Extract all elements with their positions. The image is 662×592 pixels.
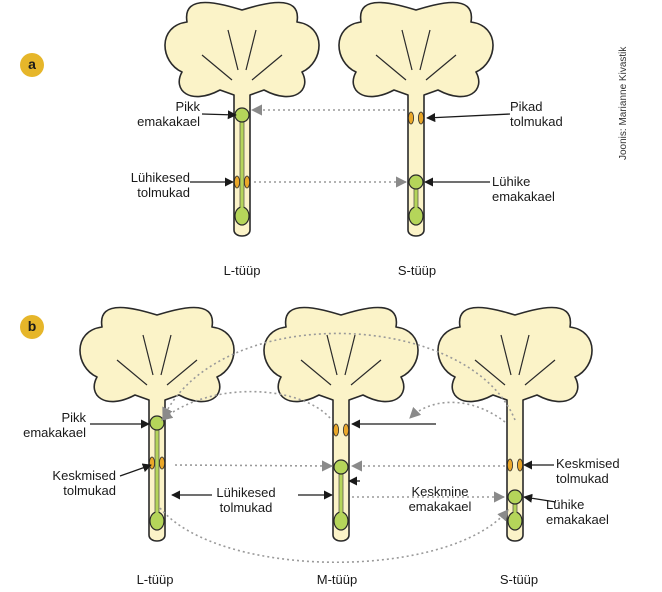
flower-a-s-anther-0 xyxy=(408,111,414,125)
dotted-b-s-to-top xyxy=(409,401,506,423)
type-label-a-s: S-tüüp xyxy=(397,263,437,278)
flower-a-s-anther-1 xyxy=(418,111,424,125)
flower-b-l-ovary xyxy=(149,511,165,531)
illustration-credit: Joonis: Marianne Kivastik xyxy=(618,46,629,160)
panel-b-badge: b xyxy=(20,315,44,339)
flower-a-l-stigma xyxy=(234,107,250,123)
arrow-a-pikk-emakakael xyxy=(201,110,237,120)
flower-b-s-anther-1 xyxy=(517,458,523,472)
flower-b-m-anther-0 xyxy=(333,423,339,437)
flower-b-s-ovary xyxy=(507,511,523,531)
flower-b-m xyxy=(263,306,419,542)
label-b-pikk-emakakael: Pikk emakakael xyxy=(23,410,86,440)
flower-a-l-anther-0 xyxy=(234,175,240,189)
arrow-b-luhike-emakakael xyxy=(523,493,557,503)
label-b-luhikesed-tolmukad: Lühikesed tolmukad xyxy=(216,485,276,515)
flower-b-l-anther-0 xyxy=(149,456,155,470)
flower-a-s xyxy=(338,1,494,237)
label-a-pikk-emakakael: Pikk emakakael xyxy=(137,99,200,129)
dotted-b-l-to-m xyxy=(174,460,334,472)
type-label-a-l: L-tüüp xyxy=(223,263,261,278)
label-b-luhike-emakakael: Lühike emakakael xyxy=(546,497,609,527)
label-b-keskmised-tolmukad-left: Keskmised tolmukad xyxy=(52,468,116,498)
flower-b-m-stigma xyxy=(333,459,349,475)
type-label-b-l: L-tüüp xyxy=(136,572,174,587)
type-label-b-s: S-tüüp xyxy=(499,572,539,587)
flower-b-l-stigma xyxy=(149,415,165,431)
arrow-a-pikad-tolmukad xyxy=(426,113,511,123)
type-label-b-m: M-tüüp xyxy=(316,572,358,587)
flower-b-s-stigma xyxy=(507,489,523,505)
label-a-luhike-emakakael: Lühike emakakael xyxy=(492,174,555,204)
arrow-b-keskmised-tolmukad-left xyxy=(119,463,152,477)
flower-b-m-anther-1 xyxy=(343,423,349,437)
label-b-keskmine-emakakael: Keskmine emakakael xyxy=(408,484,472,514)
flower-a-l-anther-1 xyxy=(244,175,250,189)
dotted-b-bottom-arc xyxy=(159,507,509,563)
panel-a-badge: a xyxy=(20,53,44,77)
label-a-luhikesed-tolmukad: Lühikesed tolmukad xyxy=(130,170,190,200)
label-b-keskmised-tolmukad-right: Keskmised tolmukad xyxy=(556,456,620,486)
flower-b-s-anther-0 xyxy=(507,458,513,472)
flower-a-l-ovary xyxy=(234,206,250,226)
flower-b-l xyxy=(79,306,235,542)
label-a-pikad-tolmukad: Pikad tolmukad xyxy=(510,99,563,129)
flower-a-l xyxy=(164,1,320,237)
flower-a-s-stigma xyxy=(408,174,424,190)
flower-b-l-anther-1 xyxy=(159,456,165,470)
flower-a-s-ovary xyxy=(408,206,424,226)
flower-b-m-ovary xyxy=(333,511,349,531)
flower-b-s xyxy=(437,306,593,542)
